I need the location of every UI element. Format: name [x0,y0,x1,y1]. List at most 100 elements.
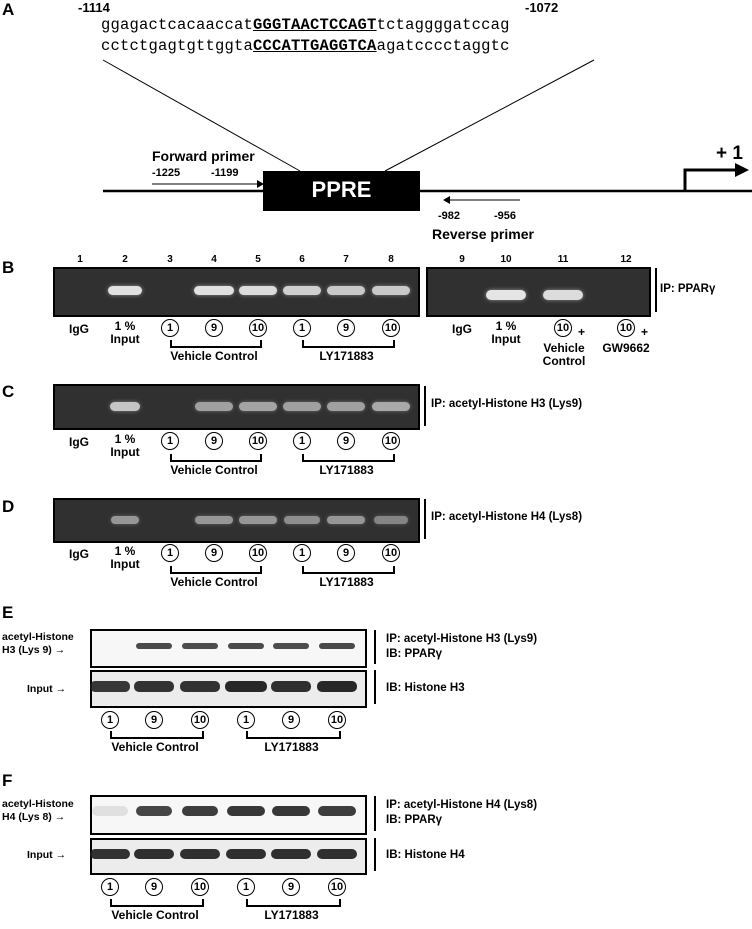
ib-label-f: IB: Histone H4 [386,849,465,861]
panel-label-d: D [2,497,15,516]
zoom-line-left [102,59,301,172]
gel-b-right [426,267,651,317]
timepoint-circle: 10 [554,319,572,337]
timepoint-circle: 9 [337,432,355,450]
plus-sign-11: + [578,325,586,339]
timepoint-circle: 10 [191,711,209,729]
blot-e-top-band [182,643,218,649]
vehicle-bracket [110,731,204,739]
timepoint-circle: 10 [617,319,635,337]
timepoint-circle: 10 [249,432,267,450]
panel-label-a: A [2,0,15,19]
ly-bracket [302,566,395,574]
ly-bracket [302,340,395,348]
ip-label-b: IP: PPARγ [660,283,716,295]
timepoint-circle: 1 [161,319,179,337]
lane-number: 12 [620,254,632,265]
gel-c-band [195,402,233,411]
lane-number: 4 [211,254,217,265]
input-label-b2: 1 %Input [491,319,521,346]
forward-primer-end: -1199 [211,167,239,179]
timepoint-circle: 9 [205,544,223,562]
lane-number: 3 [167,254,173,265]
lane-number: 11 [557,254,569,265]
ly-bracket [246,899,341,907]
plus-sign-12: + [641,325,649,339]
vehicle-control-label: Vehicle Control [111,908,199,922]
reverse-primer-label: Reverse primer [432,226,534,242]
bracket-bar-b [655,268,657,312]
timepoint-circle: 1 [161,432,179,450]
gel-d-band [111,516,139,524]
lane-number: 1 [77,254,83,265]
lane-number: 10 [500,254,512,265]
bracket-bar-e1 [374,630,376,664]
blot-f-bottom-band [317,849,357,859]
igg-label-d: IgG [69,547,89,561]
timepoint-circle: 9 [205,432,223,450]
blot-f-top-band [182,806,218,816]
gel-b-band [194,286,234,295]
bracket-bar-f1 [374,796,376,831]
igg-label-b2: IgG [452,322,472,336]
ip-label-f: IP: acetyl-Histone H4 (Lys8)IB: PPARγ [386,799,538,826]
vehicle-control-label: Vehicle Control [170,463,258,477]
input-label-d: 1 %Input [110,544,140,571]
timepoint-circle: 10 [382,432,400,450]
blot-e-top-band [273,643,309,649]
blot-e-bottom-band [225,681,267,692]
blot-e-bottom-band [134,681,174,692]
position-end: -1072 [525,0,559,15]
panel-label-f: F [2,771,13,790]
timepoint-circle: 10 [249,544,267,562]
timepoint-circle: 9 [145,711,163,729]
blot-e-bottom-band [90,681,130,692]
ib-label-e: IB: Histone H3 [386,682,465,694]
timepoint-circle: 10 [328,878,346,896]
gel-c-band [110,402,140,411]
lane-number: 5 [255,254,261,265]
vehicle-control-label: Vehicle Control [111,740,199,754]
vehicle-bracket [170,566,262,574]
blot-f-top-band [318,806,356,816]
vehicle-control-label: Vehicle Control [170,349,258,363]
blot-f-bottom-band [180,849,220,859]
ly171883-label: LY171883 [319,463,374,477]
forward-arrow-head [257,180,264,188]
timepoint-circle: 9 [145,878,163,896]
timepoint-circle: 1 [237,711,255,729]
gel-c-band [283,402,321,411]
row-label-e-input: Input → [27,683,67,695]
tss-label: + 1 [716,143,743,164]
row-label-f-input: Input → [27,849,67,861]
timepoint-circle: 1 [293,544,311,562]
bracket-bar-c [424,386,426,426]
timepoint-circle: 10 [328,711,346,729]
ppre-box [263,171,420,211]
vehicle-control-label: Vehicle Control [170,575,258,589]
lane-number: 7 [343,254,349,265]
reverse-primer-end: -956 [494,210,517,222]
timepoint-circle: 1 [293,319,311,337]
gel-d-band [327,516,365,524]
gel-c-band [327,402,365,411]
timepoint-circle: 1 [101,878,119,896]
ip-label-c: IP: acetyl-Histone H3 (Lys9) [431,398,583,410]
bracket-bar-d [424,499,426,539]
lane-number: 6 [299,254,305,265]
vehicle-bracket [110,899,204,907]
gel-b-right-band [543,290,583,300]
timepoint-circle: 1 [101,711,119,729]
timepoint-circle: 1 [161,544,179,562]
ly171883-label: LY171883 [319,349,374,363]
blot-f-top-band [227,806,265,816]
gel-c-band [239,402,277,411]
vehicle-bracket [170,454,262,462]
gel-b-band [108,286,142,295]
gel-b-band [283,286,321,295]
timepoint-circle: 9 [282,878,300,896]
bracket-bar-e2 [374,670,376,704]
input-label-c: 1 %Input [110,432,140,459]
timepoint-circle: 9 [337,319,355,337]
